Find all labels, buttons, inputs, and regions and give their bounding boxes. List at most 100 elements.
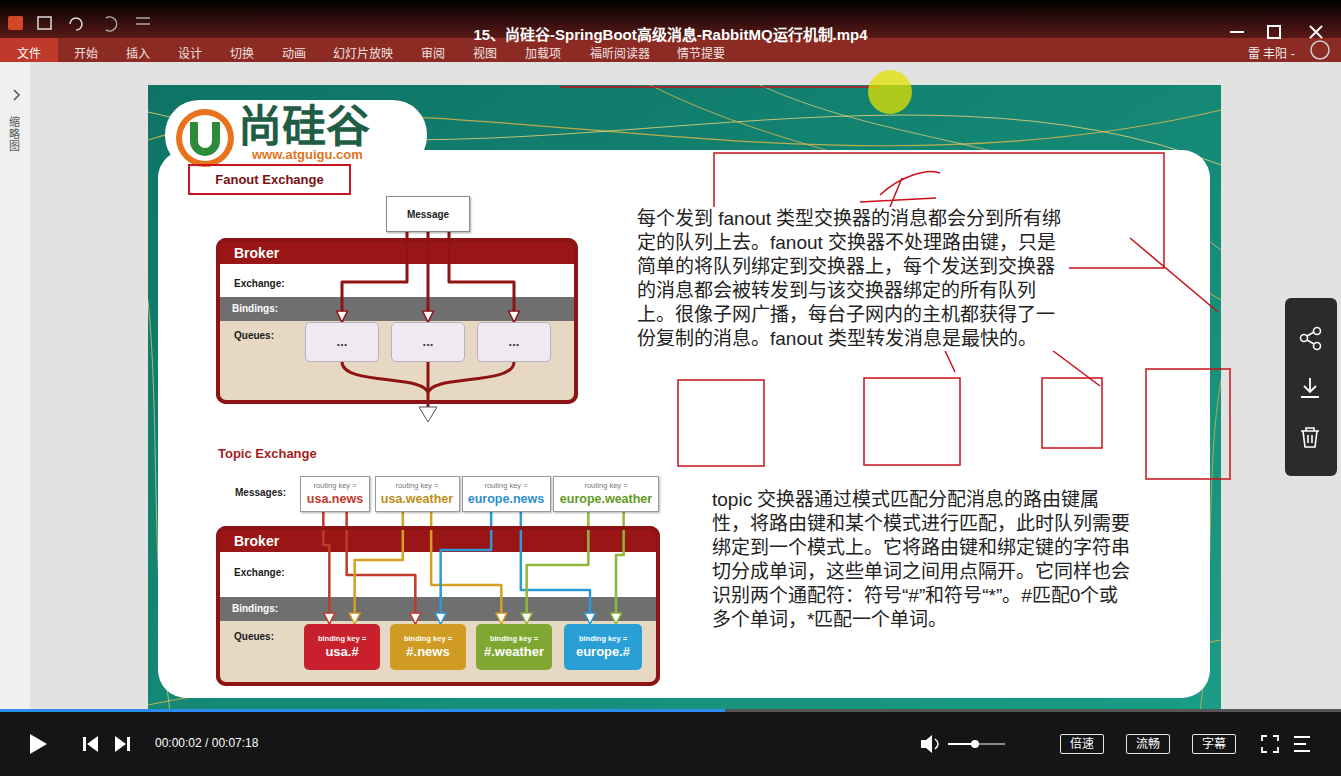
text-holder: topic 交换器通过模式匹配分配消息的路由键属性，将路由键和某个模式进行匹配，…: [712, 488, 1132, 632]
window-chrome: [1230, 31, 1244, 33]
player-controls: [0, 709, 1341, 712]
node-text: Broker: [234, 530, 279, 552]
pen-annotation: [560, 86, 880, 88]
text-holder: 设计: [178, 44, 202, 61]
panel-label: 缩略图: [9, 116, 20, 152]
window-chrome: [0, 62, 30, 712]
message-box: Message: [386, 196, 470, 232]
text-holder: 尚硅谷: [238, 104, 370, 150]
text-holder: 情节提要: [677, 44, 725, 61]
node-text: routing key =: [395, 481, 438, 491]
share-panel: [1301, 378, 1319, 397]
menu-tab: 审阅: [421, 44, 445, 61]
section-heading: Topic Exchange: [218, 446, 317, 461]
broker-fill: [216, 238, 578, 404]
text-holder: www.atguigu.com: [252, 147, 363, 162]
share-panel: [1285, 298, 1337, 476]
queue-box: binding key =europe.#: [564, 624, 642, 670]
slide-paragraph: topic 交换器通过模式匹配分配消息的路由键属性，将路由键和某个模式进行匹配，…: [712, 488, 1132, 632]
queue-box: binding key =usa.#: [304, 624, 380, 670]
node-text: routing key =: [584, 481, 627, 491]
text-holder: 视图: [473, 44, 497, 61]
broker-fill: [220, 297, 574, 321]
player-controls: [1262, 736, 1278, 752]
node-text: europe.news: [468, 491, 544, 507]
menu-tab: 情节提要: [677, 44, 725, 61]
logo-url: www.atguigu.com: [252, 147, 363, 162]
user-name: 雷 丰阳 -: [1248, 44, 1295, 61]
broker-box: BrokerExchange:Queues:Bindings:binding k…: [216, 526, 660, 686]
share-panel: [1314, 343, 1321, 350]
player-controls: [127, 737, 130, 751]
node-text: Broker: [234, 242, 279, 264]
node-text: #.weather: [484, 644, 544, 660]
text-holder: 每个发到 fanout 类型交换器的消息都会分到所有绑定的队列上去。fanout…: [637, 207, 1069, 351]
window-chrome: [1311, 41, 1329, 59]
slide-frame: [165, 100, 427, 170]
broker-fill: [220, 621, 656, 682]
menu-tab: 视图: [473, 44, 497, 61]
player-button: 流畅: [1126, 734, 1170, 754]
connector: [449, 232, 514, 322]
queue-box: ...: [477, 322, 551, 362]
menu-tab: 文件: [17, 44, 41, 61]
pen-annotation: [864, 378, 960, 465]
logo-mark: [176, 109, 234, 167]
pen-annotation: [1042, 378, 1102, 448]
node-text: Exchange:: [234, 277, 285, 291]
player-button: 倍速: [1060, 734, 1104, 754]
node-text: binding key =: [579, 634, 627, 644]
text-holder: 雷 丰阳 -: [1248, 44, 1295, 61]
menu-tab: 福昕阅读器: [590, 44, 650, 61]
text-holder: 缩略图: [9, 116, 20, 152]
node-text: usa.weather: [381, 491, 453, 507]
node-text: binding key =: [404, 634, 452, 644]
text-holder: 15、尚硅谷-SpringBoot高级消息-RabbitMQ运行机制.mp4: [0, 25, 1341, 45]
message-box: routing key =europe.news: [462, 476, 551, 512]
menu-tab: 加载项: [525, 44, 561, 61]
node-text: ...: [337, 331, 348, 353]
player-controls: [87, 736, 98, 752]
broker-box: BrokerExchange: Queues: Bindings:.........: [216, 238, 578, 404]
window-chrome: [136, 18, 150, 24]
window-chrome: [106, 17, 117, 31]
logo-mark: [194, 122, 216, 152]
queue-box: ...: [391, 322, 465, 362]
text-holder: 流畅: [1126, 734, 1170, 754]
fanout-merge-line: [342, 362, 514, 422]
bindings-band: Bindings:: [220, 597, 656, 621]
node-text: Queues:: [234, 329, 274, 343]
player-controls: [935, 739, 938, 749]
menu-tab: 动画: [282, 44, 306, 61]
player-controls: [0, 709, 1341, 776]
menu-tab: 开始: [74, 44, 98, 61]
text-holder: 幻灯片放映: [333, 44, 393, 61]
player-controls: [0, 712, 1341, 776]
menu-tab: 切换: [230, 44, 254, 61]
text-holder: 开始: [74, 44, 98, 61]
text-holder: 00:00:02 / 00:07:18: [155, 736, 258, 750]
text-holder: 倍速: [1060, 734, 1104, 754]
node-text: usa.news: [307, 491, 363, 507]
node-text: routing key =: [484, 481, 527, 491]
node-text: ...: [423, 331, 434, 353]
window-chrome: [70, 18, 82, 30]
text-holder: 加载项: [525, 44, 561, 61]
video-title: 15、尚硅谷-SpringBoot高级消息-RabbitMQ运行机制.mp4: [0, 25, 1341, 45]
menu-tab: 幻灯片放映: [333, 44, 393, 61]
node-text: binding key =: [490, 634, 538, 644]
heading-box: Fanout Exchange: [188, 164, 351, 195]
text-holder: 切换: [230, 44, 254, 61]
fanout-merge-line: [419, 407, 437, 422]
window-chrome: [8, 16, 23, 30]
pen-annotation: [1130, 238, 1218, 312]
queue-box: ...: [305, 322, 379, 362]
player-controls: [948, 743, 975, 745]
text-holder: 文件: [17, 44, 41, 61]
bindings-band: Bindings:: [220, 297, 574, 321]
text-holder: Topic Exchange: [218, 446, 317, 461]
text-holder: 插入: [126, 44, 150, 61]
share-panel: [1285, 298, 1337, 476]
logo-mark: [182, 115, 228, 161]
queue-box: binding key =#.weather: [476, 624, 552, 670]
